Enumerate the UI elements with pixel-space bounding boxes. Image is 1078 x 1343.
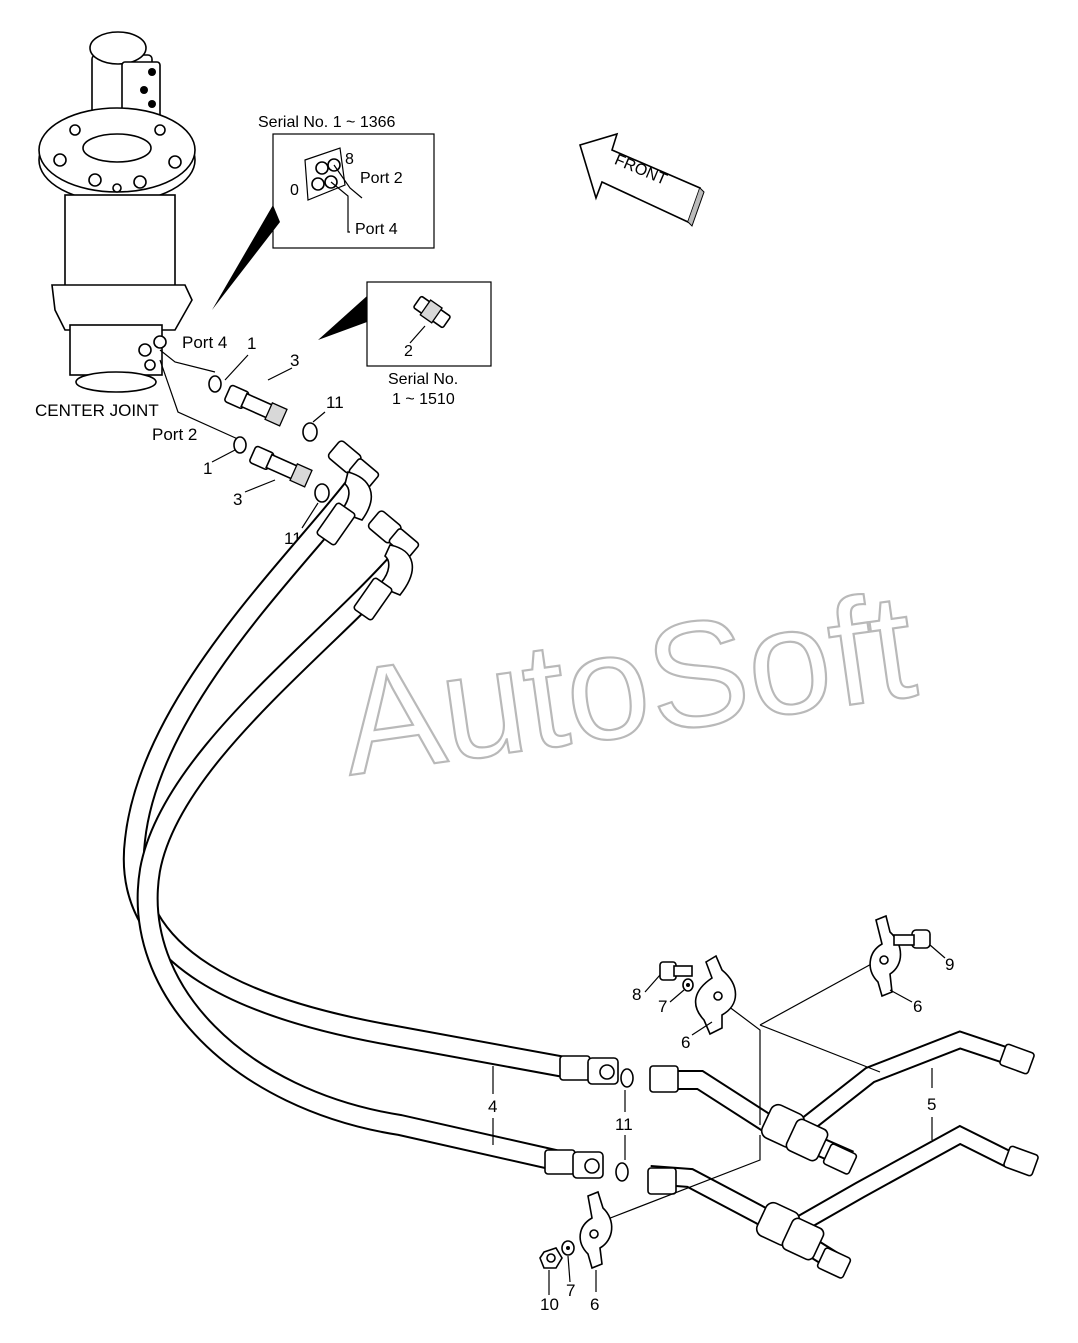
inset-a-num-8: 8 xyxy=(345,151,354,168)
port2-label: Port 2 xyxy=(152,425,197,444)
callout-8: 8 xyxy=(632,985,641,1004)
clamp-6-right-top xyxy=(869,914,902,998)
callout-11-top: 11 xyxy=(326,393,344,412)
inset-b-serial-line1: Serial No. xyxy=(388,371,458,388)
o-ring-11-left xyxy=(314,483,330,503)
center-joint-label: CENTER JOINT xyxy=(35,401,159,420)
port4-label: Port 4 xyxy=(182,333,227,352)
tube-5-assembly xyxy=(647,1030,1039,1279)
callout-10: 10 xyxy=(540,1295,559,1314)
inset-b-part-2: 2 xyxy=(404,343,413,360)
hose-4-assembly xyxy=(122,440,619,1179)
inset-a-port2: Port 2 xyxy=(360,170,403,187)
center-joint-drawing xyxy=(38,31,196,393)
adapter-3-bottom xyxy=(249,445,313,488)
callout-1-top: 1 xyxy=(247,334,256,353)
callout-3-top: 3 xyxy=(290,351,299,370)
callout-5: 5 xyxy=(927,1095,936,1114)
o-ring-11-lower-mid xyxy=(615,1162,629,1182)
inset-a-pointer xyxy=(212,205,280,310)
inset-b-box xyxy=(366,281,492,367)
callout-3-bottom: 3 xyxy=(233,490,242,509)
o-ring-1-bottom xyxy=(233,436,247,454)
callout-11-mid: 11 xyxy=(615,1115,633,1134)
callout-1-bottom: 1 xyxy=(203,459,212,478)
callout-6-bottom: 6 xyxy=(590,1295,599,1314)
front-arrow: FRONT xyxy=(579,132,705,227)
callout-6-left-top: 6 xyxy=(681,1033,690,1052)
inset-b-pointer xyxy=(318,296,367,340)
clamp-6-left-top xyxy=(694,954,737,1036)
inset-a-title: Serial No. 1 ~ 1366 xyxy=(258,114,396,131)
callout-4: 4 xyxy=(488,1097,497,1116)
inset-b-fitting xyxy=(413,295,451,329)
o-ring-1-top xyxy=(208,375,222,393)
callout-7-top: 7 xyxy=(658,997,667,1016)
o-ring-11-upper-mid xyxy=(620,1068,634,1088)
o-ring-11-top xyxy=(302,422,318,442)
inset-a-num-0: 0 xyxy=(290,182,299,199)
watermark-text: AutoSoft xyxy=(331,560,924,806)
bolt-9 xyxy=(893,929,931,949)
adapter-3-top xyxy=(224,384,288,427)
callout-6-right-top: 6 xyxy=(913,997,922,1016)
inset-a-port4: Port 4 xyxy=(355,221,398,238)
callout-7-bottom: 7 xyxy=(566,1281,575,1300)
callout-9: 9 xyxy=(945,955,954,974)
bolt-8 xyxy=(659,961,693,981)
inset-b-serial-line2: 1 ~ 1510 xyxy=(392,391,455,408)
clamp-6-bottom xyxy=(579,1190,613,1270)
